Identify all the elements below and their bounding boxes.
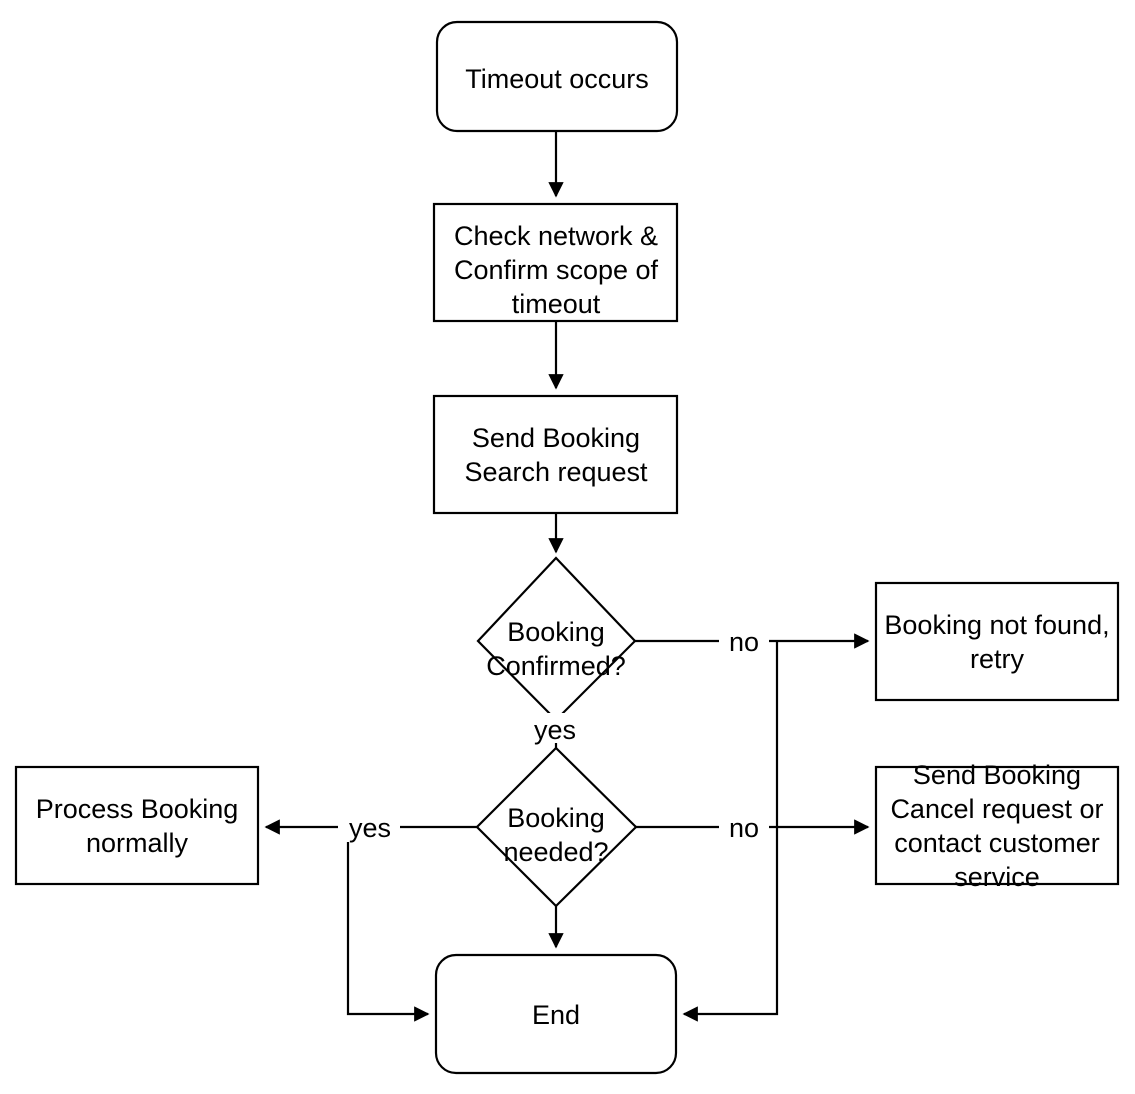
node-booking-confirmed-label-line1: Booking bbox=[507, 617, 605, 647]
node-booking-not-found-label-line2: retry bbox=[970, 644, 1025, 674]
node-booking-confirmed[interactable]: Booking Confirmed? bbox=[476, 556, 637, 722]
edge-label-confirmed-no-text: no bbox=[729, 627, 759, 657]
node-send-search[interactable]: Send Booking Search request bbox=[432, 394, 679, 515]
node-booking-not-found[interactable]: Booking not found, retry bbox=[874, 581, 1120, 702]
node-booking-not-found-label-line1: Booking not found, bbox=[884, 610, 1109, 640]
node-booking-needed-label-line2: needed? bbox=[503, 837, 608, 867]
node-end[interactable]: End bbox=[434, 953, 678, 1075]
node-send-cancel-label-line4: service bbox=[954, 862, 1040, 892]
edge-no-branch-to-end bbox=[682, 641, 779, 1022]
node-check-network-label-line1: Check network & bbox=[454, 221, 658, 251]
node-send-cancel-label-line3: contact customer bbox=[894, 828, 1100, 858]
node-send-search-label-line1: Send Booking bbox=[472, 423, 640, 453]
edge-label-needed-yes: yes bbox=[338, 812, 400, 843]
edge-label-confirmed-yes-text: yes bbox=[534, 715, 576, 745]
node-start-label-line1: Timeout occurs bbox=[465, 64, 649, 94]
node-check-network-label-line3: timeout bbox=[512, 289, 601, 319]
node-booking-confirmed-label-line2: Confirmed? bbox=[486, 651, 626, 681]
node-booking-needed-label-line1: Booking bbox=[507, 803, 605, 833]
node-check-network-label-line2: Confirm scope of bbox=[454, 255, 659, 285]
node-send-cancel-label-line2: Cancel request or bbox=[890, 794, 1103, 824]
node-end-label-line1: End bbox=[532, 1000, 580, 1030]
node-process-normally-label-line1: Process Booking bbox=[36, 794, 239, 824]
edge-label-needed-no-text: no bbox=[729, 813, 759, 843]
node-send-search-label-line2: Search request bbox=[464, 457, 648, 487]
node-send-cancel-label-line1: Send Booking bbox=[913, 760, 1081, 790]
edge-label-needed-no: no bbox=[719, 812, 769, 843]
node-start[interactable]: Timeout occurs bbox=[435, 20, 679, 133]
node-send-cancel[interactable]: Send Booking Cancel request or contact c… bbox=[874, 760, 1120, 892]
edge-label-confirmed-no: no bbox=[719, 626, 769, 657]
node-booking-needed[interactable]: Booking needed? bbox=[475, 746, 638, 908]
node-check-network[interactable]: Check network & Confirm scope of timeout bbox=[432, 202, 679, 323]
edge-label-needed-yes-text: yes bbox=[349, 813, 391, 843]
node-process-normally[interactable]: Process Booking normally bbox=[14, 765, 260, 886]
node-process-normally-label-line2: normally bbox=[86, 828, 189, 858]
edge-label-confirmed-yes: yes bbox=[523, 713, 585, 745]
edge-yes-branch-to-end bbox=[346, 827, 430, 1022]
